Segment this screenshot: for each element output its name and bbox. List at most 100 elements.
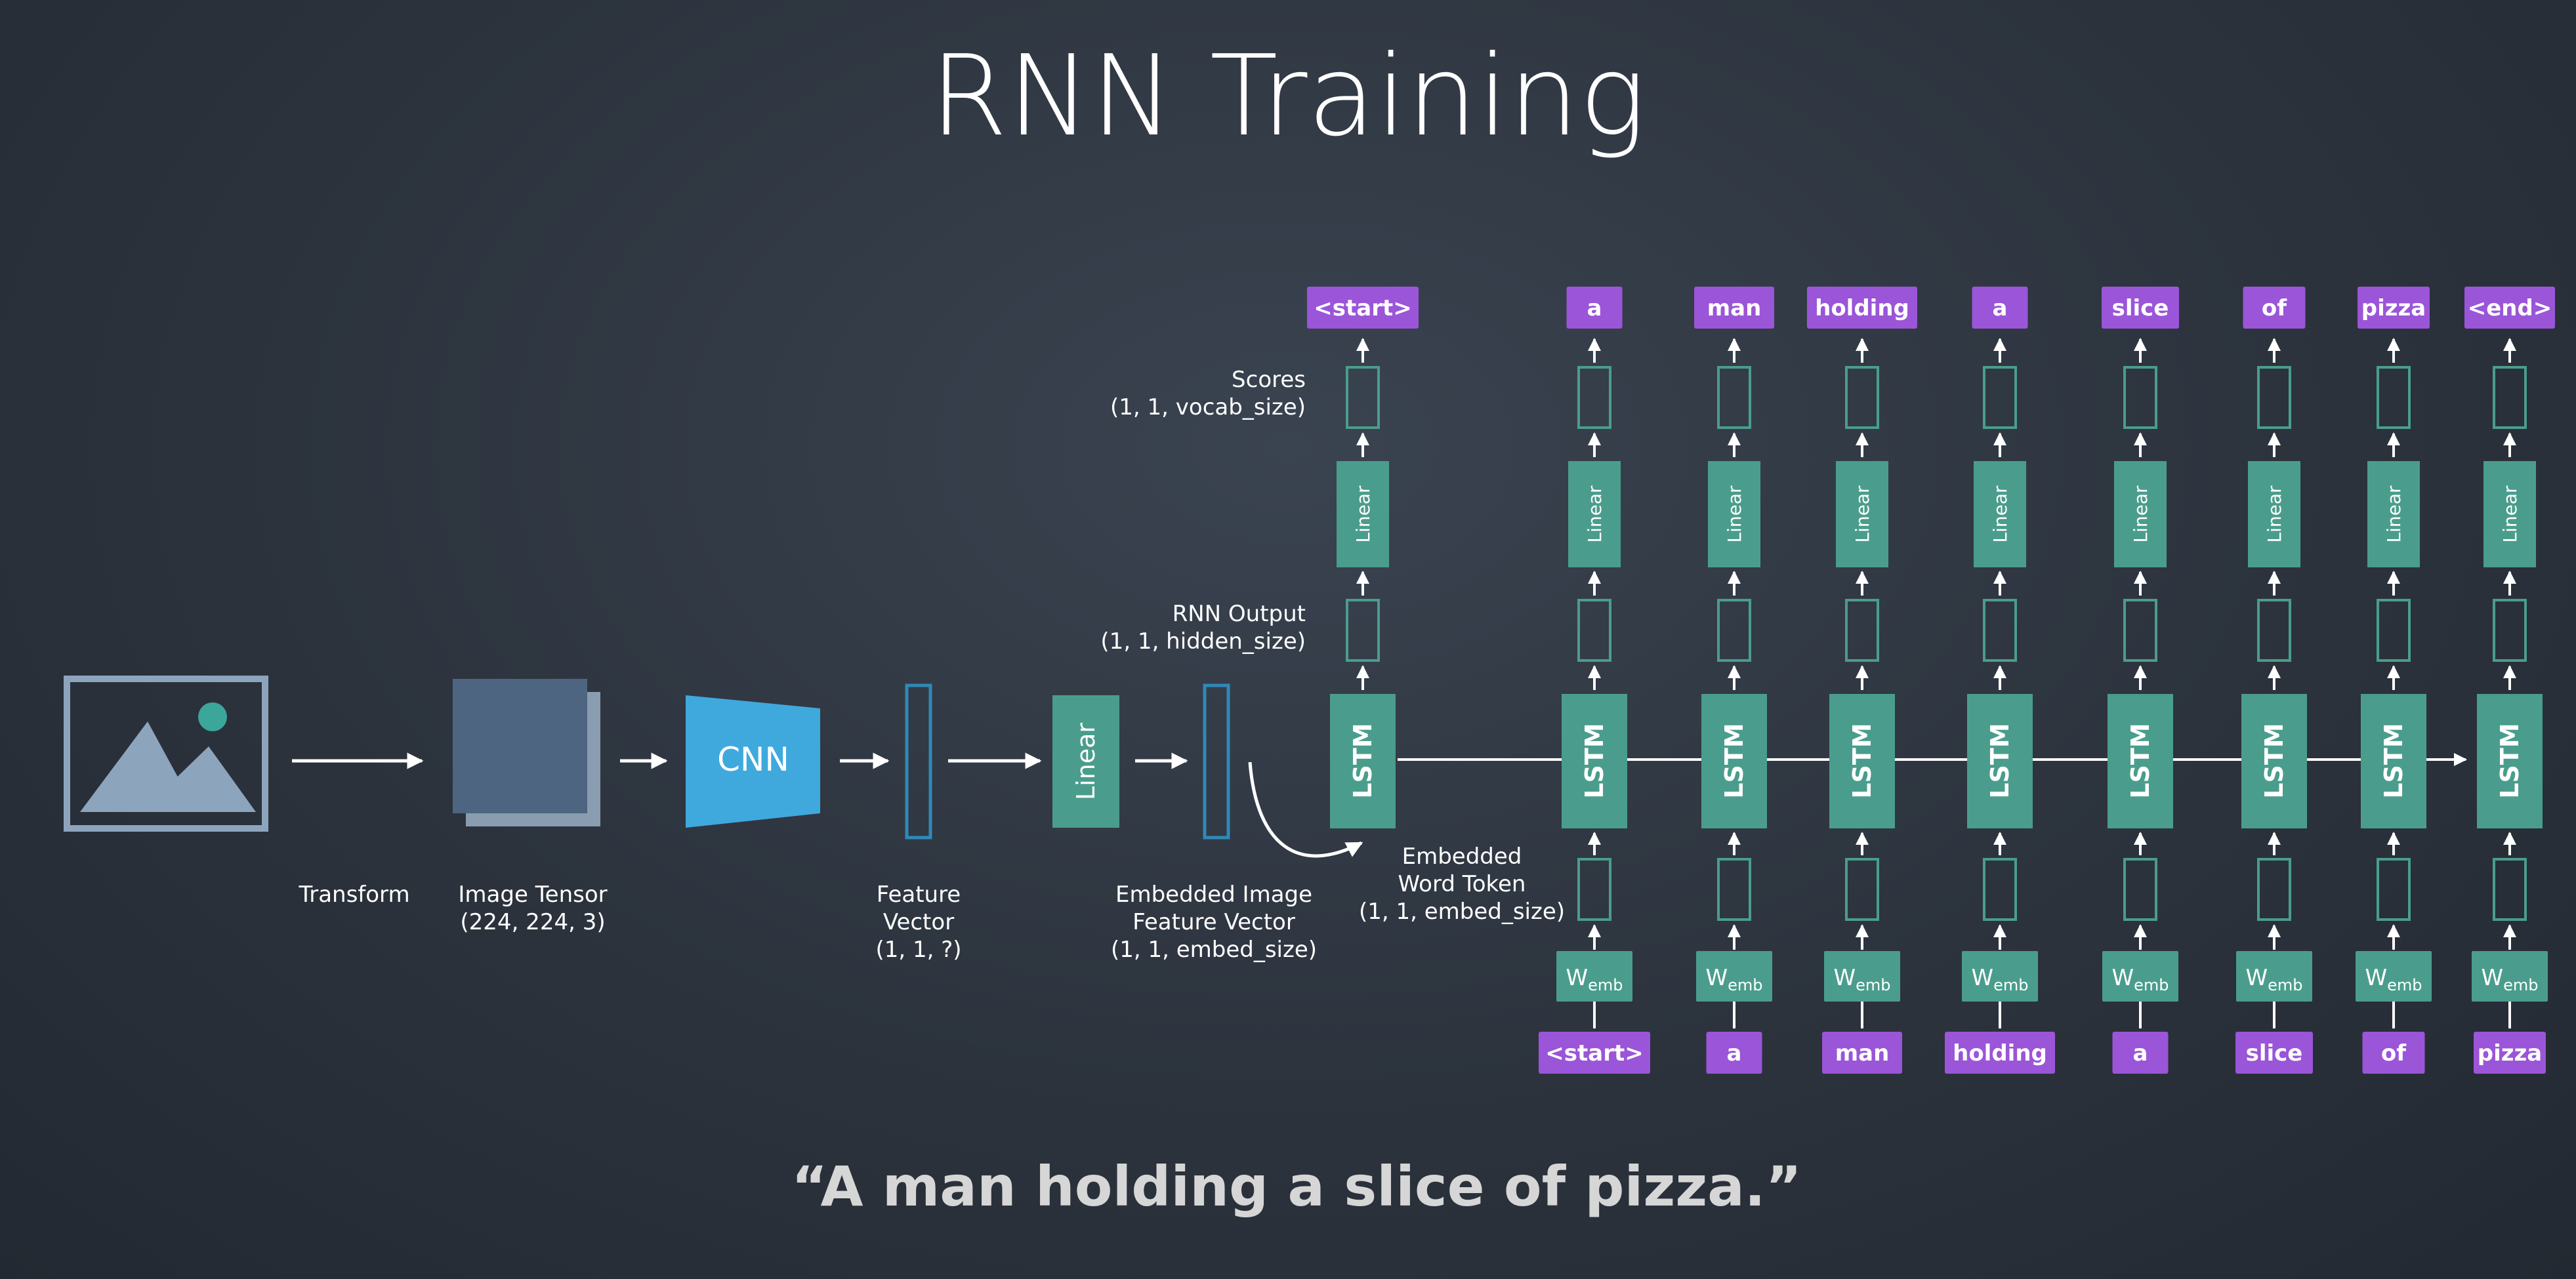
lstm-cell (2361, 694, 2426, 828)
scores-vector (2493, 366, 2527, 429)
embedded-image-label-1: Embedded Image (1115, 882, 1312, 908)
embedded-word-vector (1983, 858, 2017, 921)
scores-vector (1717, 366, 1751, 429)
wemb-block (1556, 951, 1632, 1002)
output-linear-label: Linear (1852, 485, 1873, 543)
input-token: a (2133, 1040, 2148, 1066)
rnn-output-vector (1845, 599, 1879, 662)
caption: “A man holding a slice of pizza.” (791, 1154, 1802, 1219)
wemb-label: Wemb (2481, 965, 2538, 994)
embedded-word-vector (1845, 858, 1879, 921)
output-linear-block (1337, 461, 1389, 567)
wemb-main-label: W (1971, 965, 1993, 991)
rnn-output-vector (2377, 599, 2411, 662)
output-linear-label: Linear (1724, 485, 1745, 543)
scores-vector (1577, 366, 1611, 429)
embedded-word-vector (2377, 858, 2411, 921)
input-token: of (2381, 1040, 2407, 1066)
output-linear-block (1568, 461, 1621, 567)
output-linear-block (2114, 461, 2167, 567)
lstm-cell (1701, 694, 1767, 828)
output-linear-block (2248, 461, 2300, 567)
feature-vector-label-3: (1, 1, ?) (875, 937, 961, 963)
rnn-output-shape: (1, 1, hidden_size) (1100, 628, 1306, 655)
wemb-main-label: W (2111, 965, 2134, 991)
output-token-box (2243, 287, 2306, 329)
output-linear-block (2483, 461, 2536, 567)
wemb-sub-label: emb (1728, 976, 1762, 994)
output-token-box (1807, 287, 1917, 329)
input-token: holding (1953, 1040, 2047, 1066)
wemb-block (1696, 951, 1772, 1002)
output-linear-label: Linear (2130, 485, 2151, 543)
output-linear-block (1708, 461, 1760, 567)
rnn-output-label: RNN Output (1173, 601, 1306, 627)
wemb-block (2236, 951, 2312, 1002)
feature-vector-label-2: Vector (883, 909, 954, 935)
input-token-box (2112, 1032, 2169, 1074)
scores-vector (2123, 366, 2157, 429)
input-token: slice (2246, 1040, 2303, 1066)
cnn-block: CNN (686, 695, 820, 828)
image-tensor-label: Image Tensor (458, 882, 607, 908)
input-token-box (1539, 1032, 1650, 1074)
slide-title: RNN Training (930, 31, 1646, 161)
embedded-word-vector (2123, 858, 2157, 921)
embedded-image-label-3: (1, 1, embed_size) (1111, 937, 1317, 963)
output-token-box (2358, 287, 2430, 329)
output-linear-label: Linear (2383, 485, 2405, 543)
output-token-box (1694, 287, 1774, 329)
lstm-label: LSTM (1848, 723, 1877, 798)
wemb-sub-label: emb (2134, 976, 2169, 994)
output-token: slice (2112, 295, 2169, 321)
scores-vector (1983, 366, 2017, 429)
lstm-cell (1829, 694, 1895, 828)
embedded-image-vector (1203, 683, 1230, 840)
output-token-box (2102, 287, 2179, 329)
wemb-label: Wemb (2365, 965, 2422, 994)
rnn-output-vector (2257, 599, 2291, 662)
rnn-output-vector (2493, 599, 2527, 662)
lstm-cell (1562, 694, 1627, 828)
output-token: a (1993, 295, 2008, 321)
wemb-block (1824, 951, 1900, 1002)
rnn-output-vector (1577, 599, 1611, 662)
embedded-word-vector (2257, 858, 2291, 921)
input-token-box (1706, 1032, 1762, 1074)
image-tensor (453, 679, 600, 826)
transform-label: Transform (298, 882, 409, 908)
feature-vector (905, 683, 932, 840)
output-token: man (1707, 295, 1762, 321)
embedded-word-label-1: Embedded (1402, 843, 1522, 870)
lstm-label: LSTM (1985, 723, 2014, 798)
feature-vector-label-1: Feature (877, 882, 961, 908)
wemb-block (2472, 951, 2548, 1002)
lstm-label: LSTM (1720, 723, 1749, 798)
lstm-label: LSTM (2495, 723, 2524, 798)
output-token: a (1587, 295, 1602, 321)
output-token-box (2464, 287, 2555, 329)
wemb-main-label: W (2245, 965, 2268, 991)
output-token: <start> (1314, 295, 1411, 321)
lstm-cell (2477, 694, 2543, 828)
lstm-cell (2241, 694, 2307, 828)
lstm-sequence: <start>LinearLSTMaLinearLSTMWemb<start>m… (1307, 287, 2555, 1074)
wemb-main-label: W (2481, 965, 2503, 991)
scores-vector (1346, 366, 1380, 429)
wemb-sub-label: emb (2268, 976, 2302, 994)
output-token: <end> (2468, 295, 2552, 321)
output-linear-block (2367, 461, 2420, 567)
input-token-box (2235, 1032, 2313, 1074)
embedding-linear-label: Linear (1071, 723, 1100, 800)
input-token-box (2362, 1032, 2425, 1074)
input-token: pizza (2478, 1040, 2543, 1066)
cnn-label: CNN (717, 741, 789, 779)
lstm-cell (1330, 694, 1396, 828)
wemb-label: Wemb (2245, 965, 2302, 994)
wemb-main-label: W (1833, 965, 1856, 991)
lstm-label: LSTM (2126, 723, 2155, 798)
wemb-block (2356, 951, 2432, 1002)
output-token-box (1566, 287, 1623, 329)
wemb-label: Wemb (1971, 965, 2028, 994)
